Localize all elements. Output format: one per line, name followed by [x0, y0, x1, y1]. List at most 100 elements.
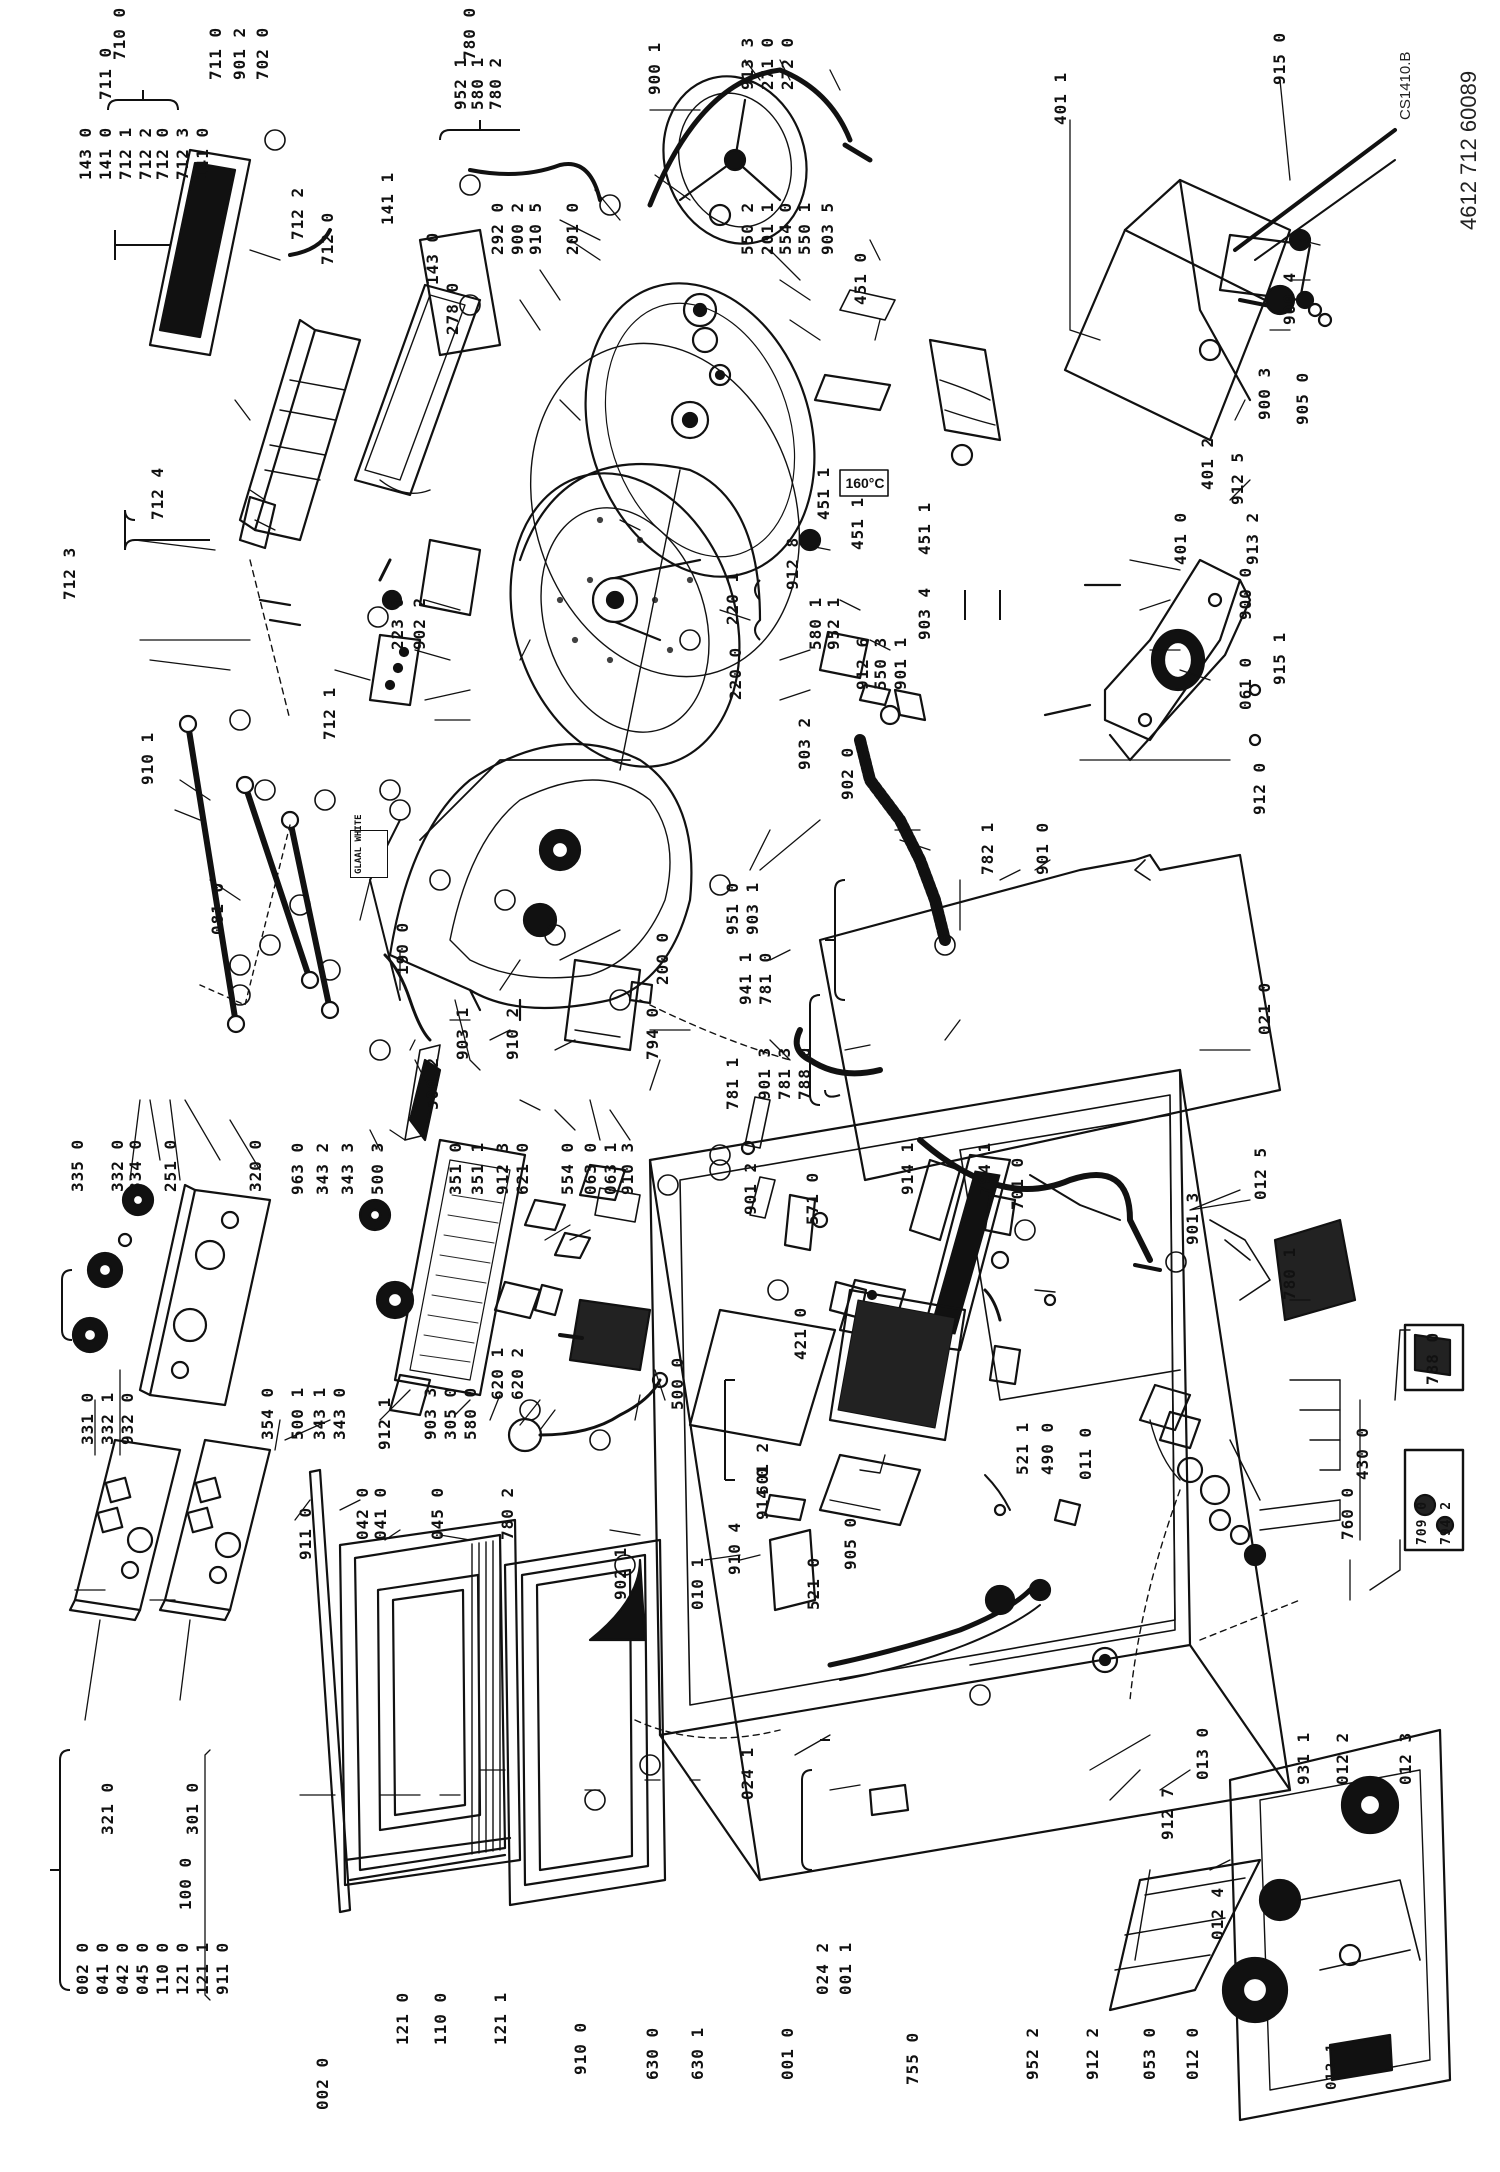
- leader-lines: [74, 59, 1361, 2001]
- rear-panel: [818, 853, 1282, 1182]
- label-781-0: 781 0: [756, 951, 775, 1005]
- label-121-0-list: 121 0: [173, 1941, 192, 1995]
- label-351-0: 351 0: [446, 1141, 465, 1195]
- label-788-0: 788 0: [795, 1046, 814, 1100]
- label-331-0: 331 0: [78, 1391, 97, 1445]
- label-781-3: 781 3: [775, 1046, 794, 1100]
- label-712-0-right: 712 0: [318, 211, 337, 265]
- label-712-1-lower: 712 1: [320, 686, 339, 740]
- label-912-6: 912 6: [853, 636, 872, 690]
- dispenser-drawer: [148, 148, 502, 721]
- label-905-0: 905 0: [841, 1516, 860, 1570]
- door-assembly: [308, 1468, 667, 1914]
- label-910-0: 910 0: [571, 2021, 590, 2075]
- label-781-1: 781 1: [723, 1056, 742, 1110]
- label-041-0-list: 041 0: [93, 1941, 112, 1995]
- label-332-1: 332 1: [98, 1391, 117, 1445]
- label-900-4: 900 4: [1280, 271, 1299, 325]
- sticker-160c: 160°C: [845, 475, 885, 491]
- label-002-0: 002 0: [313, 2056, 332, 2110]
- label-900-2: 900 2: [508, 201, 527, 255]
- label-580-1-top: 580 1: [468, 56, 487, 110]
- label-220-1: 220 1: [723, 571, 742, 625]
- label-910-5: 910 5: [526, 201, 545, 255]
- label-041-0: 041 0: [371, 1486, 390, 1540]
- base-plinth: [1108, 1858, 1262, 2012]
- pump-assembly: [1221, 1728, 1452, 2122]
- drum-assembly: [509, 462, 762, 771]
- label-912-2: 912 2: [1083, 2026, 1102, 2080]
- label-110-0-list: 110 0: [153, 1941, 172, 1995]
- label-550-2: 550 2: [738, 201, 757, 255]
- label-554-0: 554 0: [558, 1141, 577, 1195]
- label-794-0: 794 0: [643, 1006, 662, 1060]
- label-430-0: 430 0: [1353, 1426, 1372, 1480]
- label-901-0: 901 0: [1033, 821, 1052, 875]
- label-794-1: 794 1: [975, 1141, 994, 1195]
- label-901-3-right: 901 3: [1183, 1191, 1202, 1245]
- label-401-2: 401 2: [1198, 436, 1217, 490]
- label-911-0: 911 0: [296, 1506, 315, 1560]
- label-001-0: 001 0: [778, 2026, 797, 2080]
- label-223-0: 223 0: [388, 596, 407, 650]
- connection-dashed: [639, 999, 791, 1061]
- label-012-0: 012 0: [1183, 2026, 1202, 2080]
- label-913-2: 913 2: [1243, 511, 1262, 565]
- label-900-1: 900 1: [645, 41, 664, 95]
- label-500-2: 500 2: [423, 1056, 442, 1110]
- label-912-1: 912 1: [375, 1396, 394, 1450]
- label-712-2: 712 2: [288, 186, 307, 240]
- label-343-3: 343 3: [338, 1141, 357, 1195]
- label-712-1-top: 712 1: [116, 126, 135, 180]
- label-760-0: 760 0: [1338, 1486, 1357, 1540]
- label-024-2: 024 2: [813, 1941, 832, 1995]
- label-901-3: 901 3: [755, 1046, 774, 1100]
- label-061-0: 061 0: [1236, 656, 1255, 710]
- label-910-3: 910 3: [618, 1141, 637, 1195]
- label-905-0-motor: 905 0: [1293, 371, 1312, 425]
- label-011-0: 011 0: [1076, 1426, 1095, 1480]
- label-002-0-list: 002 0: [73, 1941, 92, 1995]
- label-141-0: 141 0: [193, 126, 212, 180]
- label-780-2: 780 2: [498, 1486, 517, 1540]
- label-354-0: 354 0: [258, 1386, 277, 1440]
- label-343-0: 343 0: [330, 1386, 349, 1440]
- label-251-0: 251 0: [161, 1138, 180, 1192]
- label-292-0: 292 0: [488, 201, 507, 255]
- label-110-0: 110 0: [431, 1991, 450, 2045]
- label-490-0: 490 0: [1038, 1421, 1057, 1475]
- programmer-switches: [358, 1044, 669, 1453]
- label-902-0: 902 0: [838, 746, 857, 800]
- label-200-0: 200 0: [653, 931, 672, 985]
- label-912-8: 912 8: [783, 536, 802, 590]
- label-963-0: 963 0: [288, 1141, 307, 1195]
- label-550-1: 550 1: [795, 201, 814, 255]
- label-053-0: 053 0: [1140, 2026, 1159, 2080]
- label-601-2: 601 2: [753, 1441, 772, 1495]
- label-712-4: 712 4: [148, 466, 167, 520]
- label-630-1: 630 1: [688, 2026, 707, 2080]
- shock-absorbers: [178, 714, 340, 1034]
- label-063-0: 063 0: [581, 1141, 600, 1195]
- label-278-0: 278 0: [443, 281, 462, 335]
- label-571-0: 571 0: [803, 1171, 822, 1225]
- label-320-0: 320 0: [246, 1138, 265, 1192]
- label-121-0: 121 0: [393, 1991, 412, 2045]
- label-012-2: 012 2: [1333, 1731, 1352, 1785]
- label-143-0-top: 143 0: [76, 126, 95, 180]
- control-panels: [68, 1183, 272, 1622]
- label-711-0: 711 0: [206, 26, 225, 80]
- label-710-0: 710 0: [110, 6, 129, 60]
- label-042-0-list: 042 0: [113, 1941, 132, 1995]
- label-712-2-top: 712 2: [136, 126, 155, 180]
- label-335-0: 335 0: [68, 1138, 87, 1192]
- label-012-3: 012 3: [1396, 1731, 1415, 1785]
- label-910-4: 910 4: [725, 1521, 744, 1575]
- label-580-1-mid: 580 1: [806, 596, 825, 650]
- label-794-2: 794 2: [1439, 1500, 1454, 1545]
- label-500-0: 500 0: [668, 1356, 687, 1410]
- label-903-1-front: 903 1: [453, 1006, 472, 1060]
- label-021-0: 021 0: [1255, 981, 1274, 1035]
